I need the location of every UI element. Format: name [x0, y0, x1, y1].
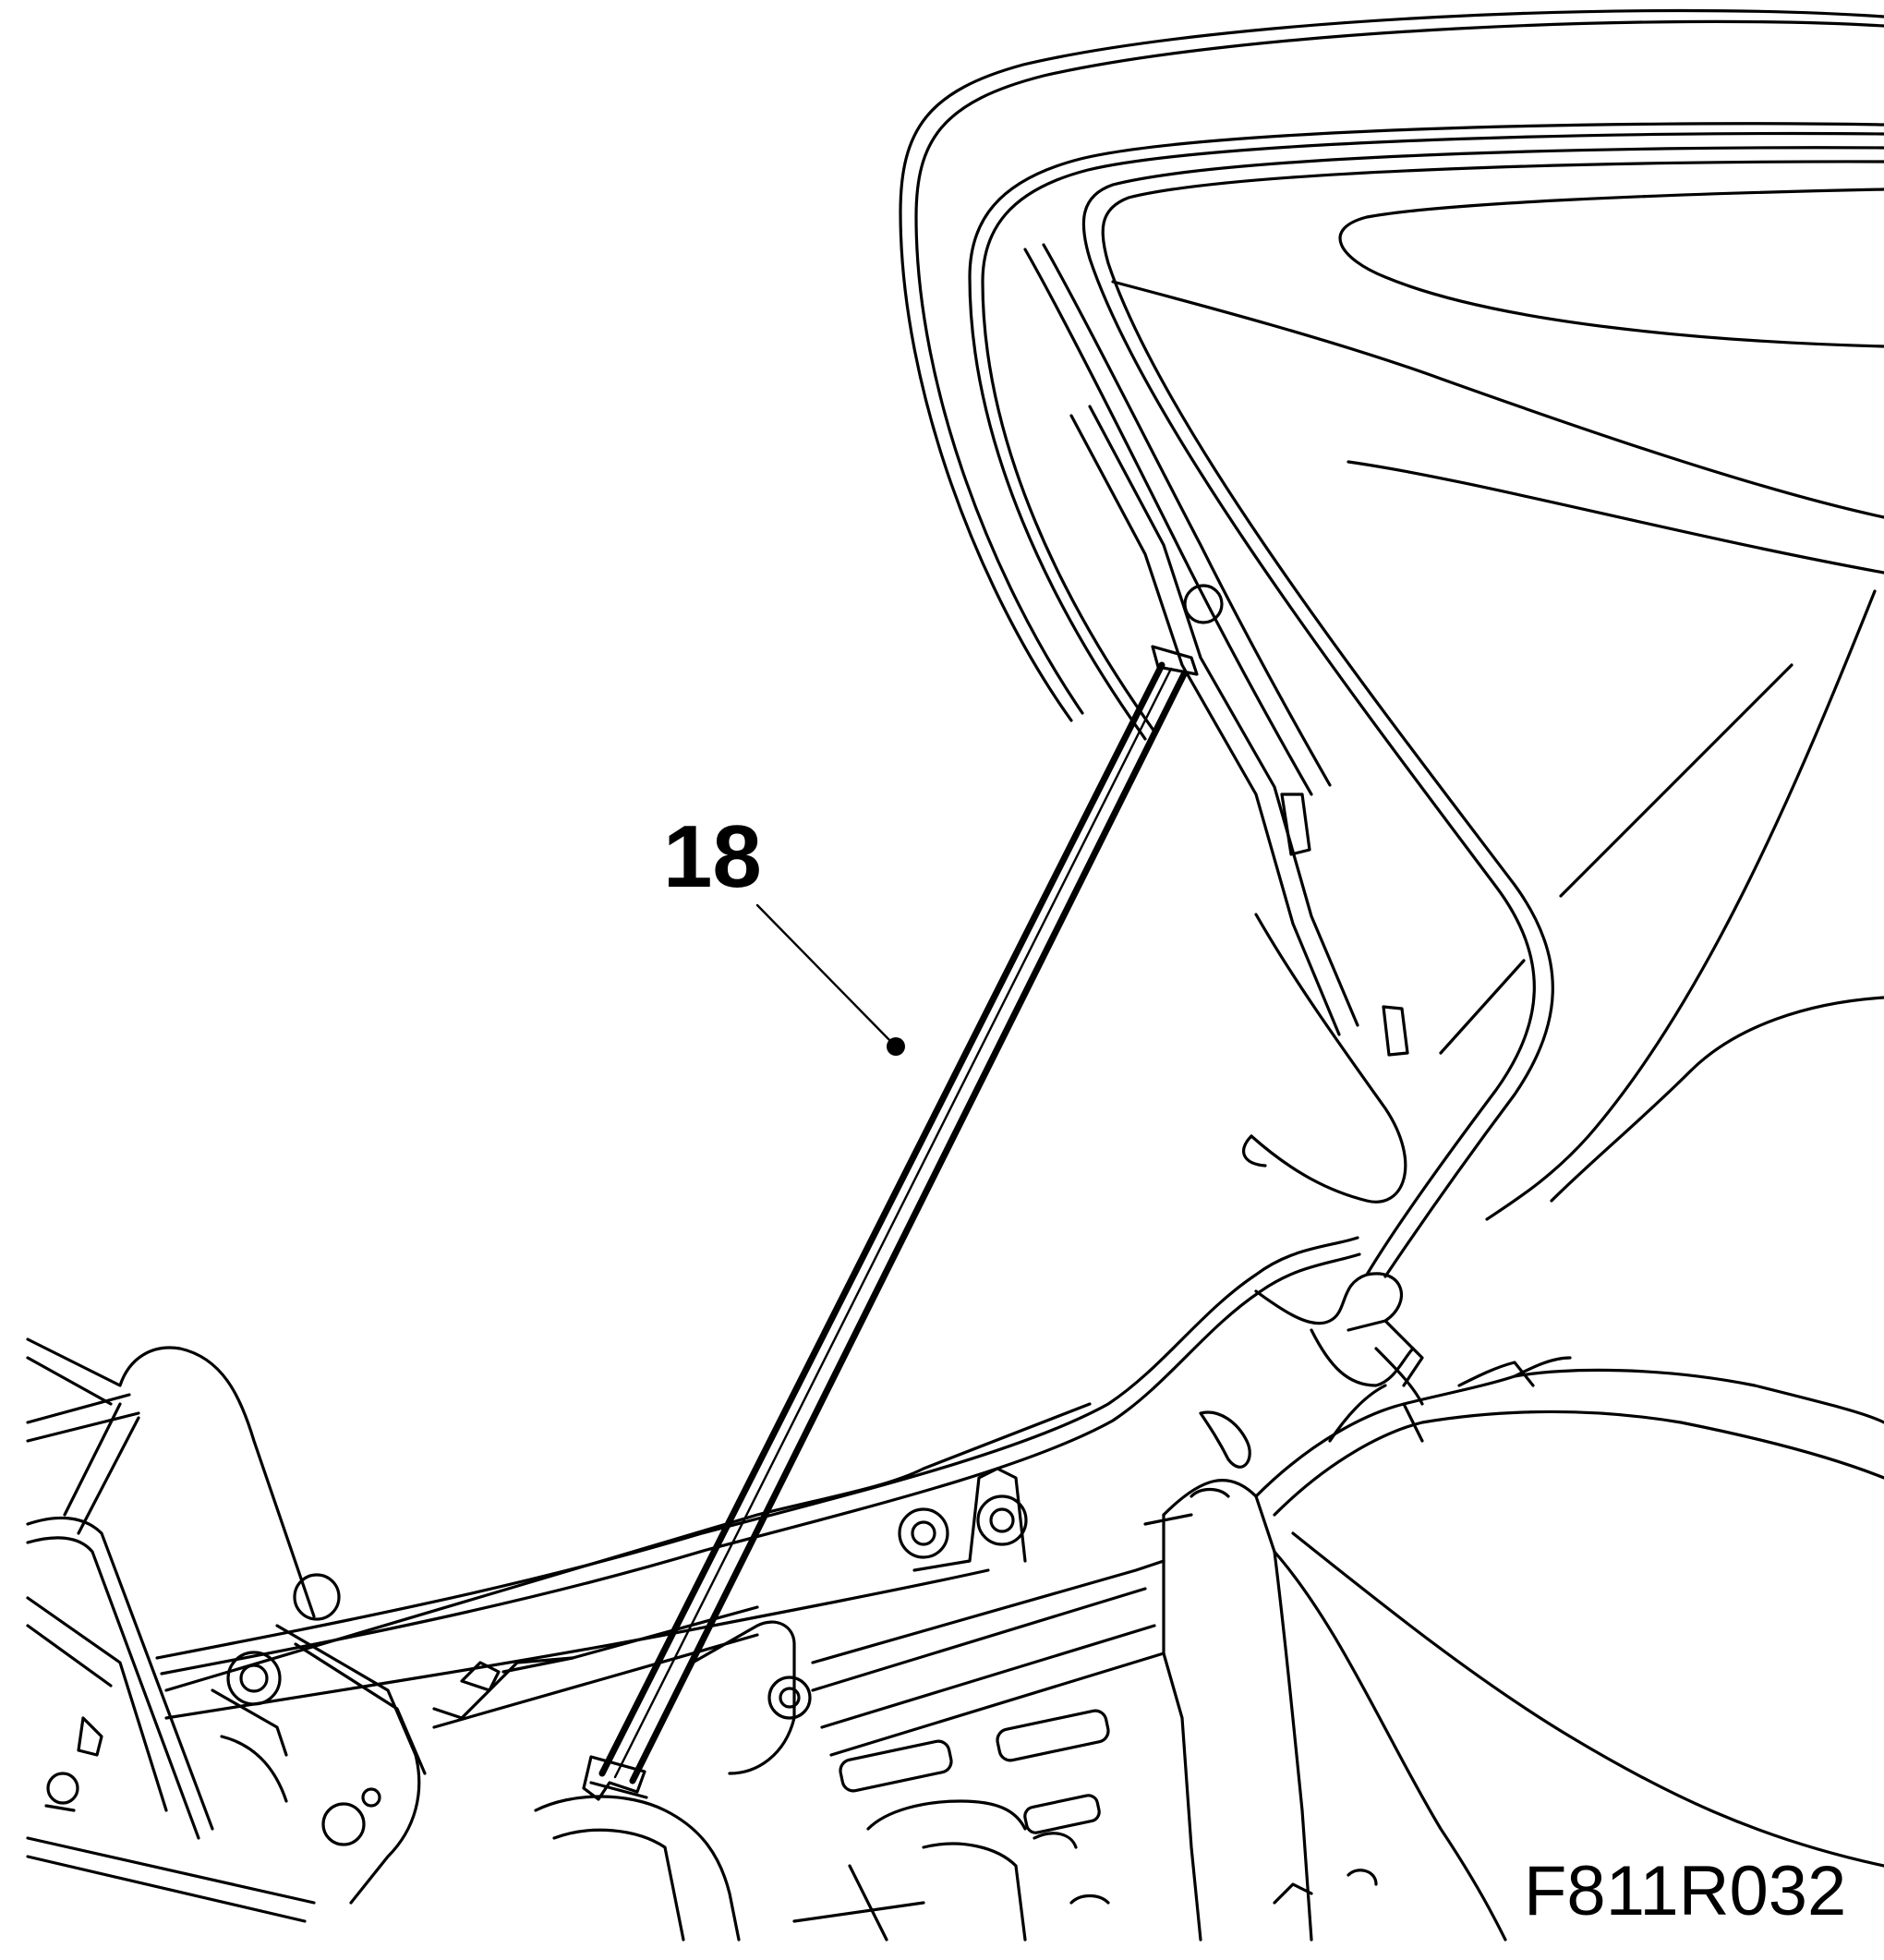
lid-hinge-arm [1023, 243, 1409, 1204]
cross-member [164, 1402, 1165, 1775]
left-hinge-assembly [26, 1337, 427, 1923]
gas-strut [582, 645, 1199, 1801]
lid-inner-frame [1081, 146, 1884, 1278]
lid-outline [899, 8, 1884, 741]
bracket-bolts [898, 1410, 1251, 1572]
callout-number-label: 18 [663, 807, 762, 906]
right-body-panel [1162, 1319, 1884, 1942]
figure-code-label: F811R032 [1524, 1852, 1847, 1930]
lower-body-details [534, 1709, 1378, 1942]
callout-18-leader [755, 903, 905, 1056]
